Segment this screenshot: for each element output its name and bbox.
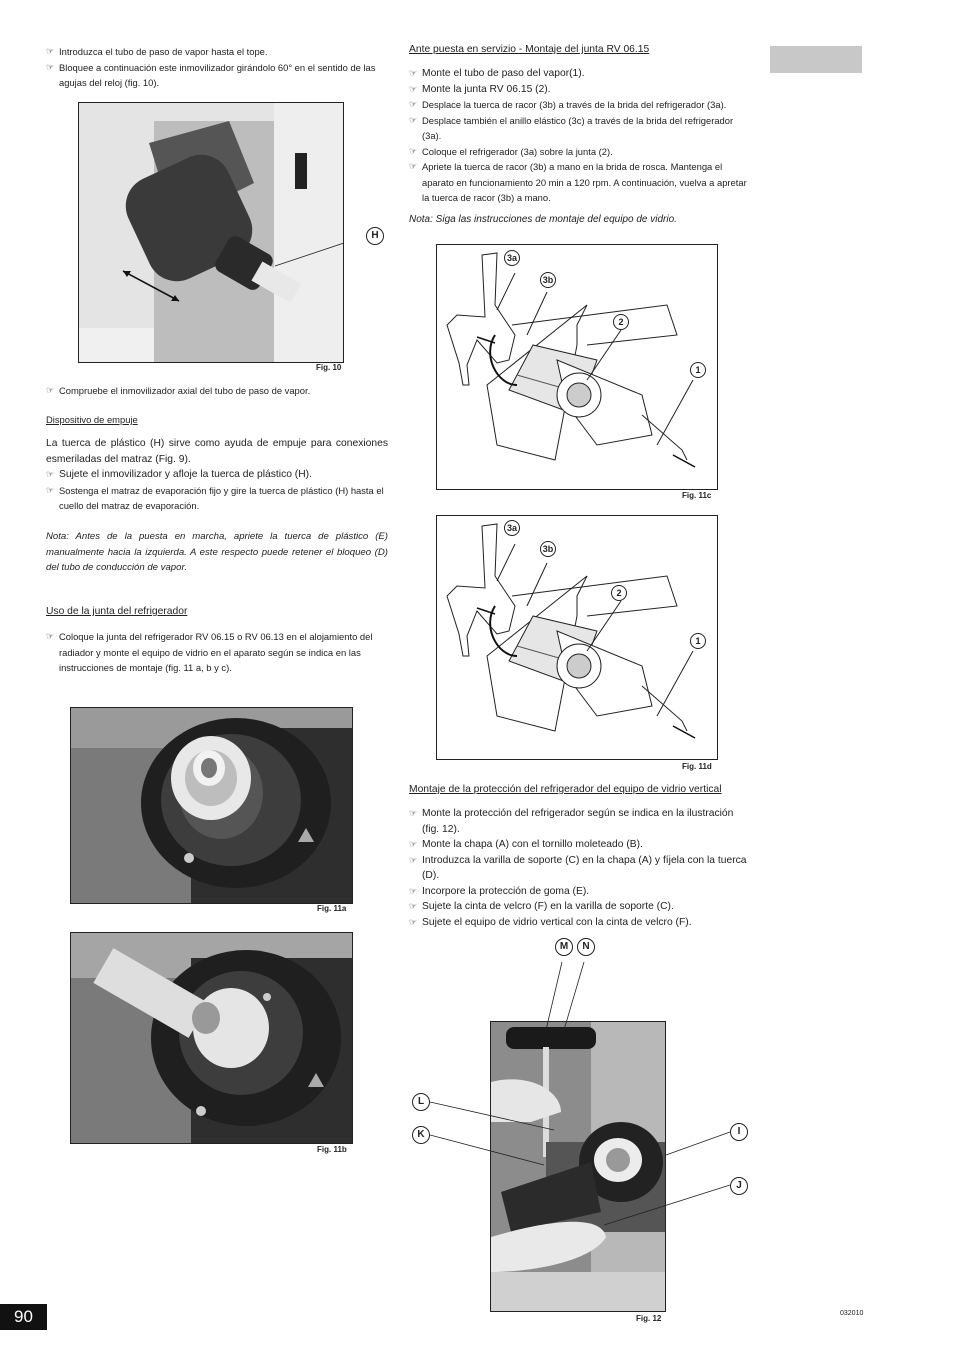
figure-12 [490, 1021, 666, 1312]
list-item: ☞Apriete la tuerca de racor (3b) a mano … [409, 159, 750, 206]
doc-code: 032010 [840, 1310, 864, 1317]
list-item: ☞Coloque el refrigerador (3a) sobre la j… [409, 144, 750, 160]
callout-l: L [412, 1093, 430, 1111]
callout-k: K [412, 1126, 430, 1144]
callout-i: I [730, 1123, 748, 1141]
callout-3b: 3b [540, 272, 556, 288]
heading-proteccion: Montaje de la protección del refrigerado… [409, 784, 722, 795]
callout-j: J [730, 1177, 748, 1195]
list-item: ☞Sujete el inmovilizador y afloje la tue… [46, 467, 388, 483]
pointing-hand-icon: ☞ [409, 885, 418, 896]
heading-montaje-junta: Ante puesta en servizio - Montaje del ju… [409, 44, 650, 55]
note-left: Nota: Antes de la puesta en marcha, apri… [46, 531, 388, 573]
list-item: ☞Desplace la tuerca de racor (3b) a trav… [409, 97, 750, 113]
proteccion-bullets: ☞Monte la protección del refrigerador se… [409, 806, 750, 930]
callout-3a: 3a [504, 520, 520, 536]
pointing-hand-icon: ☞ [409, 83, 418, 94]
pointing-hand-icon: ☞ [409, 916, 418, 927]
pointing-hand-icon: ☞ [409, 854, 418, 865]
push-text: La tuerca de plástico (H) sirve como ayu… [46, 438, 388, 465]
list-item: ☞Introduzca el tubo de paso de vapor has… [46, 44, 388, 60]
fig10-caption: Fig. 10 [316, 363, 342, 372]
callout-2: 2 [611, 585, 627, 601]
pointing-hand-icon: ☞ [46, 631, 55, 641]
pointing-hand-icon: ☞ [409, 145, 418, 156]
page-number: 90 [0, 1304, 47, 1330]
check-bullet: ☞Compruebe el inmovilizador axial del tu… [46, 383, 388, 399]
list-item: ☞Monte la protección del refrigerador se… [409, 806, 750, 837]
figure-11d [436, 515, 718, 760]
callout-3a: 3a [504, 250, 520, 266]
figure-11c [436, 244, 718, 490]
note-right: Nota: Siga las instrucciones de montaje … [409, 214, 677, 225]
junta-bullets: ☞Monte el tubo de paso del vapor(1). ☞Mo… [409, 66, 750, 206]
fig12-photo [491, 1022, 665, 1311]
figure-10 [78, 102, 344, 363]
pointing-hand-icon: ☞ [409, 114, 418, 125]
push-bullets: ☞Sujete el inmovilizador y afloje la tue… [46, 467, 388, 514]
fig11d-drawing [446, 523, 696, 739]
intro-bullets: ☞Introduzca el tubo de paso de vapor has… [46, 44, 388, 91]
pointing-hand-icon: ☞ [409, 99, 418, 109]
pointing-hand-icon: ☞ [46, 61, 55, 72]
callout-3b: 3b [540, 541, 556, 557]
list-item: ☞Introduzca la varilla de soporte (C) en… [409, 853, 750, 884]
fig11a-photo [71, 708, 352, 903]
figure-11b [70, 932, 353, 1144]
pointing-hand-icon: ☞ [409, 68, 418, 78]
fig12-leader-lines [429, 961, 731, 1226]
callout-2: 2 [613, 314, 629, 330]
list-item: ☞Monte la junta RV 06.15 (2). [409, 82, 750, 98]
list-item: ☞Incorpore la protección de goma (E). [409, 884, 750, 900]
pointing-hand-icon: ☞ [409, 901, 418, 911]
list-item: ☞Sujete el equipo de vidrio vertical con… [409, 915, 750, 931]
fig11c-drawing [446, 252, 696, 468]
fig11b-photo [71, 933, 352, 1143]
pointing-hand-icon: ☞ [46, 484, 55, 495]
list-item: ☞Bloquee a continuación este inmovilizad… [46, 60, 388, 91]
pointing-hand-icon: ☞ [46, 385, 55, 395]
callout-h: H [366, 227, 384, 245]
list-item: ☞Desplace también el anillo elástico (3c… [409, 113, 750, 144]
callout-n: N [577, 938, 595, 956]
callout-1: 1 [690, 633, 706, 649]
pointing-hand-icon: ☞ [409, 808, 418, 818]
section-tab [770, 46, 862, 73]
pointing-hand-icon: ☞ [409, 839, 418, 849]
list-item: ☞Sostenga el matraz de evaporación fijo … [46, 483, 388, 514]
push-heading: Dispositivo de empuje [46, 414, 138, 425]
callout-1: 1 [690, 362, 706, 378]
fig11b-caption: Fig. 11b [317, 1145, 347, 1154]
seal-heading: Uso de la junta del refrigerador [46, 606, 188, 617]
figure-11a [70, 707, 353, 904]
pointing-hand-icon: ☞ [46, 469, 55, 479]
pointing-hand-icon: ☞ [46, 46, 55, 56]
fig11c-caption: Fig. 11c [682, 491, 712, 500]
fig10-photo [79, 103, 343, 362]
list-item: ☞Monte el tubo de paso del vapor(1). [409, 66, 750, 82]
list-item: ☞Monte la chapa (A) con el tornillo mole… [409, 837, 750, 853]
fig11d-caption: Fig. 11d [682, 762, 712, 771]
callout-m: M [555, 938, 573, 956]
fig11a-caption: Fig. 11a [317, 904, 347, 913]
fig12-caption: Fig. 12 [636, 1314, 662, 1323]
list-item: ☞Sujete la cinta de velcro (F) en la var… [409, 899, 750, 915]
pointing-hand-icon: ☞ [409, 161, 418, 171]
seal-bullet: ☞Coloque la junta del refrigerador RV 06… [46, 629, 388, 676]
